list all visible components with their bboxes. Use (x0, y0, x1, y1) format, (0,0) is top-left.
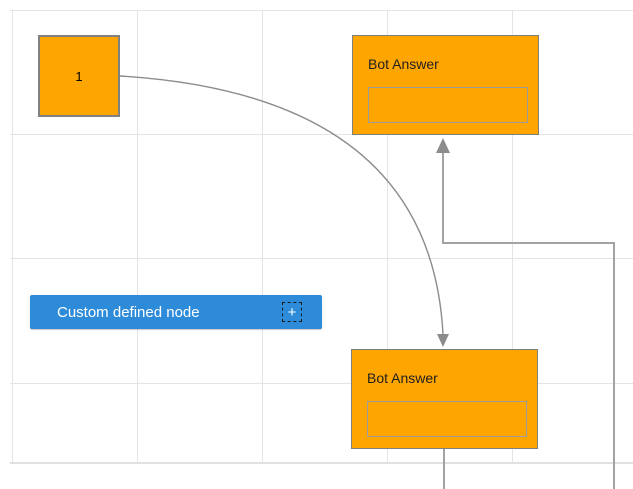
grid-line-horizontal (10, 134, 633, 135)
bot-answer-title: Bot Answer (368, 56, 439, 72)
node-bot-answer-bottom[interactable]: Bot Answer (351, 349, 538, 449)
grid-line-vertical (262, 10, 263, 463)
plus-icon[interactable]: + (282, 302, 302, 322)
custom-defined-node-label: Custom defined node (57, 303, 200, 321)
elbow-link[interactable] (442, 153, 615, 489)
grid-line-vertical (512, 10, 513, 463)
bot-answer-input[interactable] (367, 401, 527, 437)
arrowhead-up-icon (436, 138, 450, 153)
bot-answer-title: Bot Answer (367, 370, 438, 386)
grid-line-horizontal (10, 258, 633, 259)
canvas-bottom-boundary (10, 462, 633, 464)
grid-line-horizontal (10, 383, 633, 384)
bot-answer-input[interactable] (368, 87, 528, 123)
curved-link[interactable] (119, 75, 444, 335)
grid-line-vertical (387, 10, 388, 463)
node-bot-answer-top[interactable]: Bot Answer (352, 35, 539, 135)
node-square-1[interactable]: 1 (38, 35, 120, 117)
arrowhead-down-icon (437, 334, 449, 347)
grid-line-horizontal (10, 10, 633, 11)
custom-defined-node-button[interactable]: Custom defined node + (30, 295, 322, 329)
grid-line-vertical (12, 10, 13, 463)
node-square-label: 1 (75, 68, 83, 84)
grid-line-vertical (137, 10, 138, 463)
